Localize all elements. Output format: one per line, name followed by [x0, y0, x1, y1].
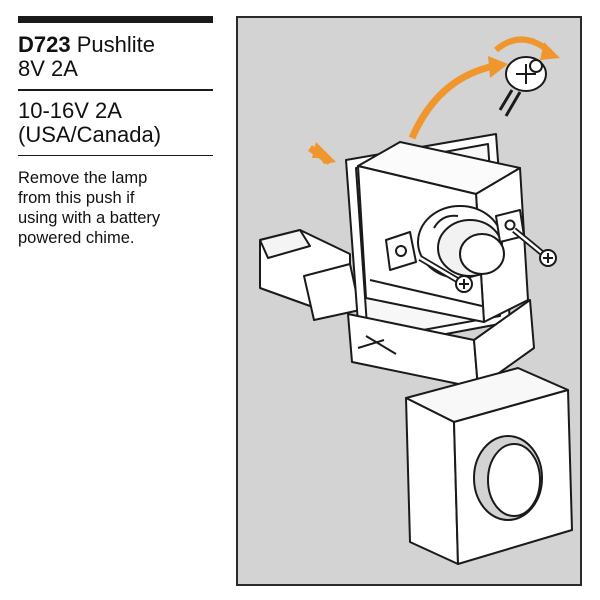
- instruction-line: using with a battery: [18, 209, 161, 227]
- removal-arrow-icon: [408, 56, 508, 140]
- divider: [18, 154, 213, 156]
- assembly-illustration: [236, 16, 582, 586]
- instruction-line: Remove the lamp: [18, 169, 148, 187]
- divider: [18, 89, 213, 91]
- product-name: Pushlite: [76, 32, 155, 57]
- insert-arrow-icon: [307, 142, 336, 165]
- instruction-line: from this push if: [18, 189, 135, 207]
- push-button: [417, 205, 505, 279]
- push-unit-housing: [357, 141, 529, 323]
- spec-panel: D723 Pushlite 8V 2A 10-16V 2A (USA/Canad…: [18, 16, 213, 248]
- supply-voltage-line1: 10-16V 2A: [18, 97, 122, 123]
- product-title: D723 Pushlite: [18, 23, 213, 57]
- assembly-drawing: [259, 36, 573, 565]
- cover-plate: [405, 367, 573, 565]
- rotate-arrow-icon: [494, 36, 560, 60]
- wall-block: [259, 229, 361, 321]
- supply-voltage: 10-16V 2A (USA/Canada): [18, 91, 213, 155]
- product-code: D723: [18, 32, 71, 57]
- screw-icon: [418, 255, 473, 293]
- lamp-voltage: 8V 2A: [18, 56, 78, 81]
- top-rule: [18, 16, 213, 23]
- instruction-text: Remove the lamp from this push if using …: [18, 156, 213, 248]
- supply-voltage-line2: (USA/Canada): [18, 121, 162, 147]
- instruction-line: powered chime.: [18, 229, 135, 247]
- screw-icon: [512, 227, 557, 267]
- lamp-icon: [498, 56, 547, 117]
